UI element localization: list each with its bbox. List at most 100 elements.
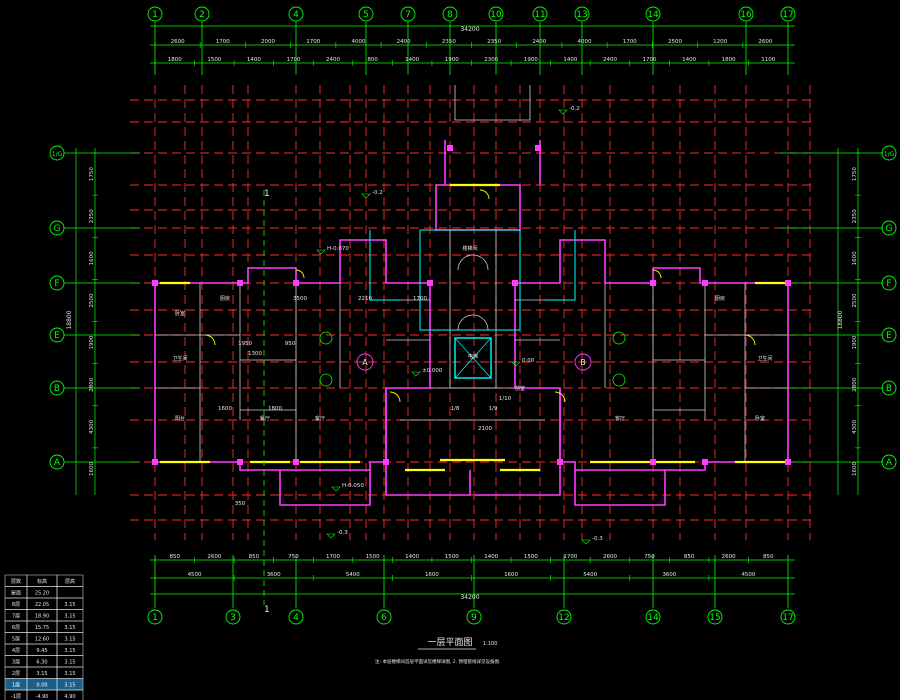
axis-right-bubble-2	[881, 275, 897, 291]
bottom-dim-row2-label-2: 5400	[346, 572, 360, 578]
axis-top-bubble-5	[358, 6, 374, 22]
bottom-dim-row1-label-12: 750	[644, 554, 655, 560]
room-label-12: 卫生间	[757, 355, 772, 362]
axis-bottom-label-4: 4	[293, 613, 299, 623]
core-walls	[369, 230, 576, 301]
left-dim-label-6: 4300	[89, 419, 95, 433]
right-dim-label-6: 4300	[852, 419, 858, 433]
top-dim-row2-label-9: 1900	[524, 57, 538, 63]
axis-top-bubble-16	[738, 6, 754, 22]
inner-dim-label-7: 2100	[478, 426, 492, 432]
room-label-7: 电梯	[468, 353, 478, 360]
level-table-text-3-2: 3.15	[64, 614, 75, 620]
door-swing-5	[554, 391, 566, 403]
right-dim-label-3: 2500	[852, 293, 858, 307]
column-16	[447, 145, 453, 151]
top-dim-row2-label-11: 2400	[603, 57, 617, 63]
right-dim-label-4: 1900	[852, 335, 858, 349]
bottom-dim-row2-label-0: 4500	[188, 572, 202, 578]
axis-top-label-5: 5	[363, 10, 369, 20]
level-table-text-5-0: 5层	[12, 637, 20, 643]
top-dim-row2-label-4: 2400	[326, 57, 340, 63]
level-table-highlight	[5, 678, 83, 690]
axis-left-bubble-3	[49, 327, 65, 343]
bottom-dim-row2-label-3: 1600	[425, 572, 439, 578]
level-table-text-4-2: 3.15	[64, 625, 75, 631]
column-3	[152, 459, 158, 465]
level-mark-6: ±0.000	[422, 368, 443, 374]
level-table-text-10-2: 4.90	[64, 694, 75, 700]
section-mark-bottom: 1	[264, 605, 270, 615]
left-dim-label-4: 1900	[89, 335, 95, 349]
room-label-8: 前室	[515, 385, 525, 392]
left-total-dimension: 18800	[66, 310, 73, 329]
level-table-text-5-2: 3.15	[64, 637, 75, 643]
room-label-5: 阳台	[175, 415, 185, 422]
section-mark-top: 1	[264, 189, 270, 199]
inner-dim-label-1: 1950	[238, 341, 252, 347]
level-table-text-1-0: 屋面	[11, 591, 21, 597]
axis-left-label-5: A	[54, 458, 61, 468]
top-dim-row2-label-0: 1800	[168, 57, 182, 63]
axis-left-label-3: E	[54, 331, 60, 341]
column-12	[702, 459, 708, 465]
axis-right-label-2: F	[886, 279, 891, 289]
level-table-text-5-1: 12.60	[35, 637, 49, 643]
level-table-text-8-2: 3.15	[64, 671, 75, 677]
bottom-dim-row1-label-5: 1500	[366, 554, 380, 560]
axis-right-label-0: 1/G	[884, 151, 895, 158]
column-6	[383, 459, 389, 465]
axis-top-bubble-13	[574, 6, 590, 22]
axis-bottom-bubble-1	[147, 609, 163, 625]
top-dim-row1-label-12: 1200	[713, 39, 727, 45]
inner-dim-label-8: 350	[235, 501, 246, 507]
inner-dim-label-4: 1800	[268, 406, 282, 412]
level-table-text-9-2: 3.15	[64, 683, 75, 689]
level-table-text-3-1: 18.90	[35, 614, 49, 620]
axis-left-bubble-5	[49, 454, 65, 470]
level-mark-1: -0.2	[569, 106, 580, 112]
axis-bottom-bubble-4	[288, 609, 304, 625]
axis-bottom-bubble-3	[225, 609, 241, 625]
top-dim-row1-label-7: 2350	[487, 39, 501, 45]
level-table-text-9-1: 0.00	[36, 683, 47, 689]
top-dim-row2-label-13: 1400	[682, 57, 696, 63]
top-dim-row1-label-0: 2600	[171, 39, 185, 45]
door-swing-2	[295, 269, 305, 279]
axis-bottom-bubble-12	[556, 609, 572, 625]
room-label-11: 厨房	[715, 295, 725, 302]
level-mark-2: -0.3	[337, 530, 348, 536]
axis-bottom-label-3: 3	[230, 613, 236, 623]
axis-top-bubble-4	[288, 6, 304, 22]
bottom-total-dimension: 34200	[460, 594, 479, 601]
left-dim-label-0: 1750	[89, 167, 95, 181]
column-1	[237, 280, 243, 286]
level-table-text-10-0: -1层	[11, 694, 21, 700]
door-swing-6	[479, 189, 490, 200]
column-14	[557, 459, 563, 465]
left-dim-label-1: 2350	[89, 209, 95, 223]
level-mark-triangle-7	[511, 361, 521, 367]
axis-top-bubble-7	[400, 6, 416, 22]
top-total-dimension: 34200	[460, 26, 479, 33]
top-dim-row1-label-5: 2400	[397, 39, 411, 45]
axis-right-bubble-4	[881, 380, 897, 396]
level-table-text-9-0: 1层	[12, 683, 20, 689]
level-table-text-0-0: 层数	[11, 578, 21, 585]
bottom-dim-row1-label-8: 1400	[484, 554, 498, 560]
level-table-text-6-2: 3.15	[64, 648, 75, 654]
axis-top-bubble-1	[147, 6, 163, 22]
axis-right-label-5: A	[886, 458, 893, 468]
axis-top-bubble-11	[532, 6, 548, 22]
top-dim-row1-label-2: 2000	[261, 39, 275, 45]
column-7	[427, 280, 433, 286]
bottom-dim-row1-label-7: 1500	[445, 554, 459, 560]
drawing-scale: 1:100	[483, 641, 497, 647]
room-label-4: 餐厅	[260, 415, 270, 422]
bottom-dim-row2-label-5: 5400	[583, 572, 597, 578]
elevator-shaft	[454, 337, 492, 379]
stair-arc-1	[457, 254, 489, 271]
